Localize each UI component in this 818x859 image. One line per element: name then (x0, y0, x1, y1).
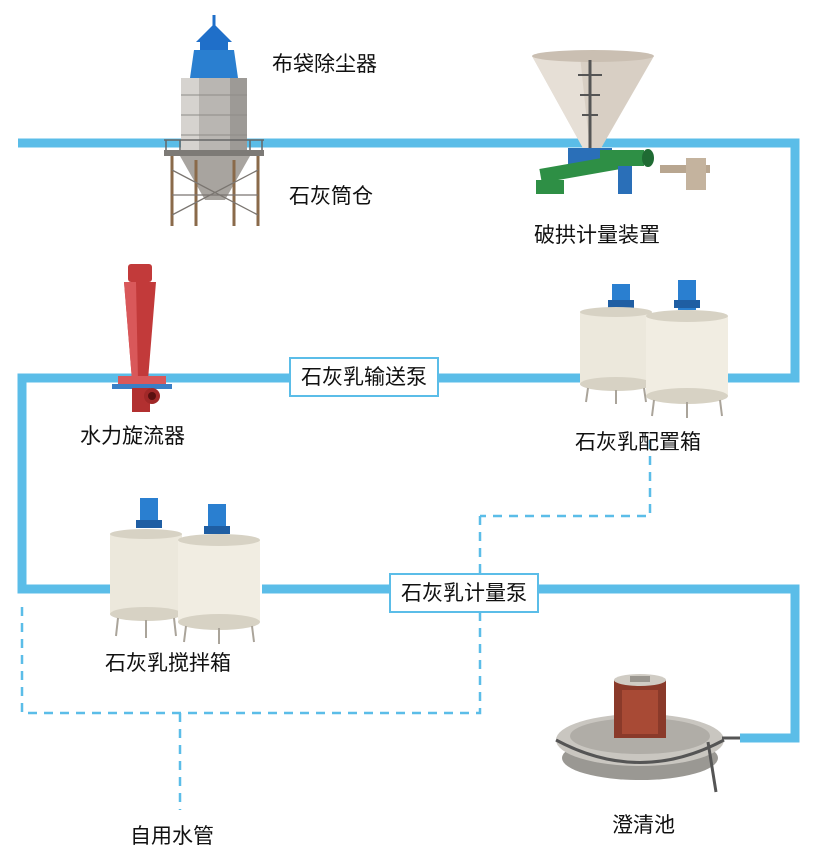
arch-breaker-icon (532, 50, 710, 194)
bag-filter-icon (190, 15, 238, 78)
metering-pump-label: 石灰乳计量泵 (389, 573, 539, 613)
clarifier-label: 澄清池 (612, 813, 675, 837)
hydrocyclone-label: 水力旋流器 (80, 424, 185, 448)
arch-breaker-label: 破拱计量装置 (534, 223, 660, 247)
water-pipe-main (20, 516, 482, 715)
milk-prep-tanks-icon (580, 280, 728, 418)
pipe-transfer-loop (17, 373, 580, 594)
hydrocyclone-icon (112, 264, 172, 412)
lime-silo (164, 15, 264, 226)
transfer-pump-label: 石灰乳输送泵 (289, 357, 439, 397)
milk-stir-tank-label: 石灰乳搅拌箱 (105, 651, 231, 675)
water-pipe-label: 自用水管 (130, 824, 214, 848)
bag-filter-label: 布袋除尘器 (272, 52, 377, 76)
milk-prep-tank-label: 石灰乳配置箱 (575, 430, 701, 454)
dashed-pipeline (20, 440, 652, 810)
lime-silo-label: 石灰筒仓 (289, 184, 373, 208)
milk-stir-tanks-icon (110, 498, 260, 644)
clarifier-icon (555, 674, 740, 793)
